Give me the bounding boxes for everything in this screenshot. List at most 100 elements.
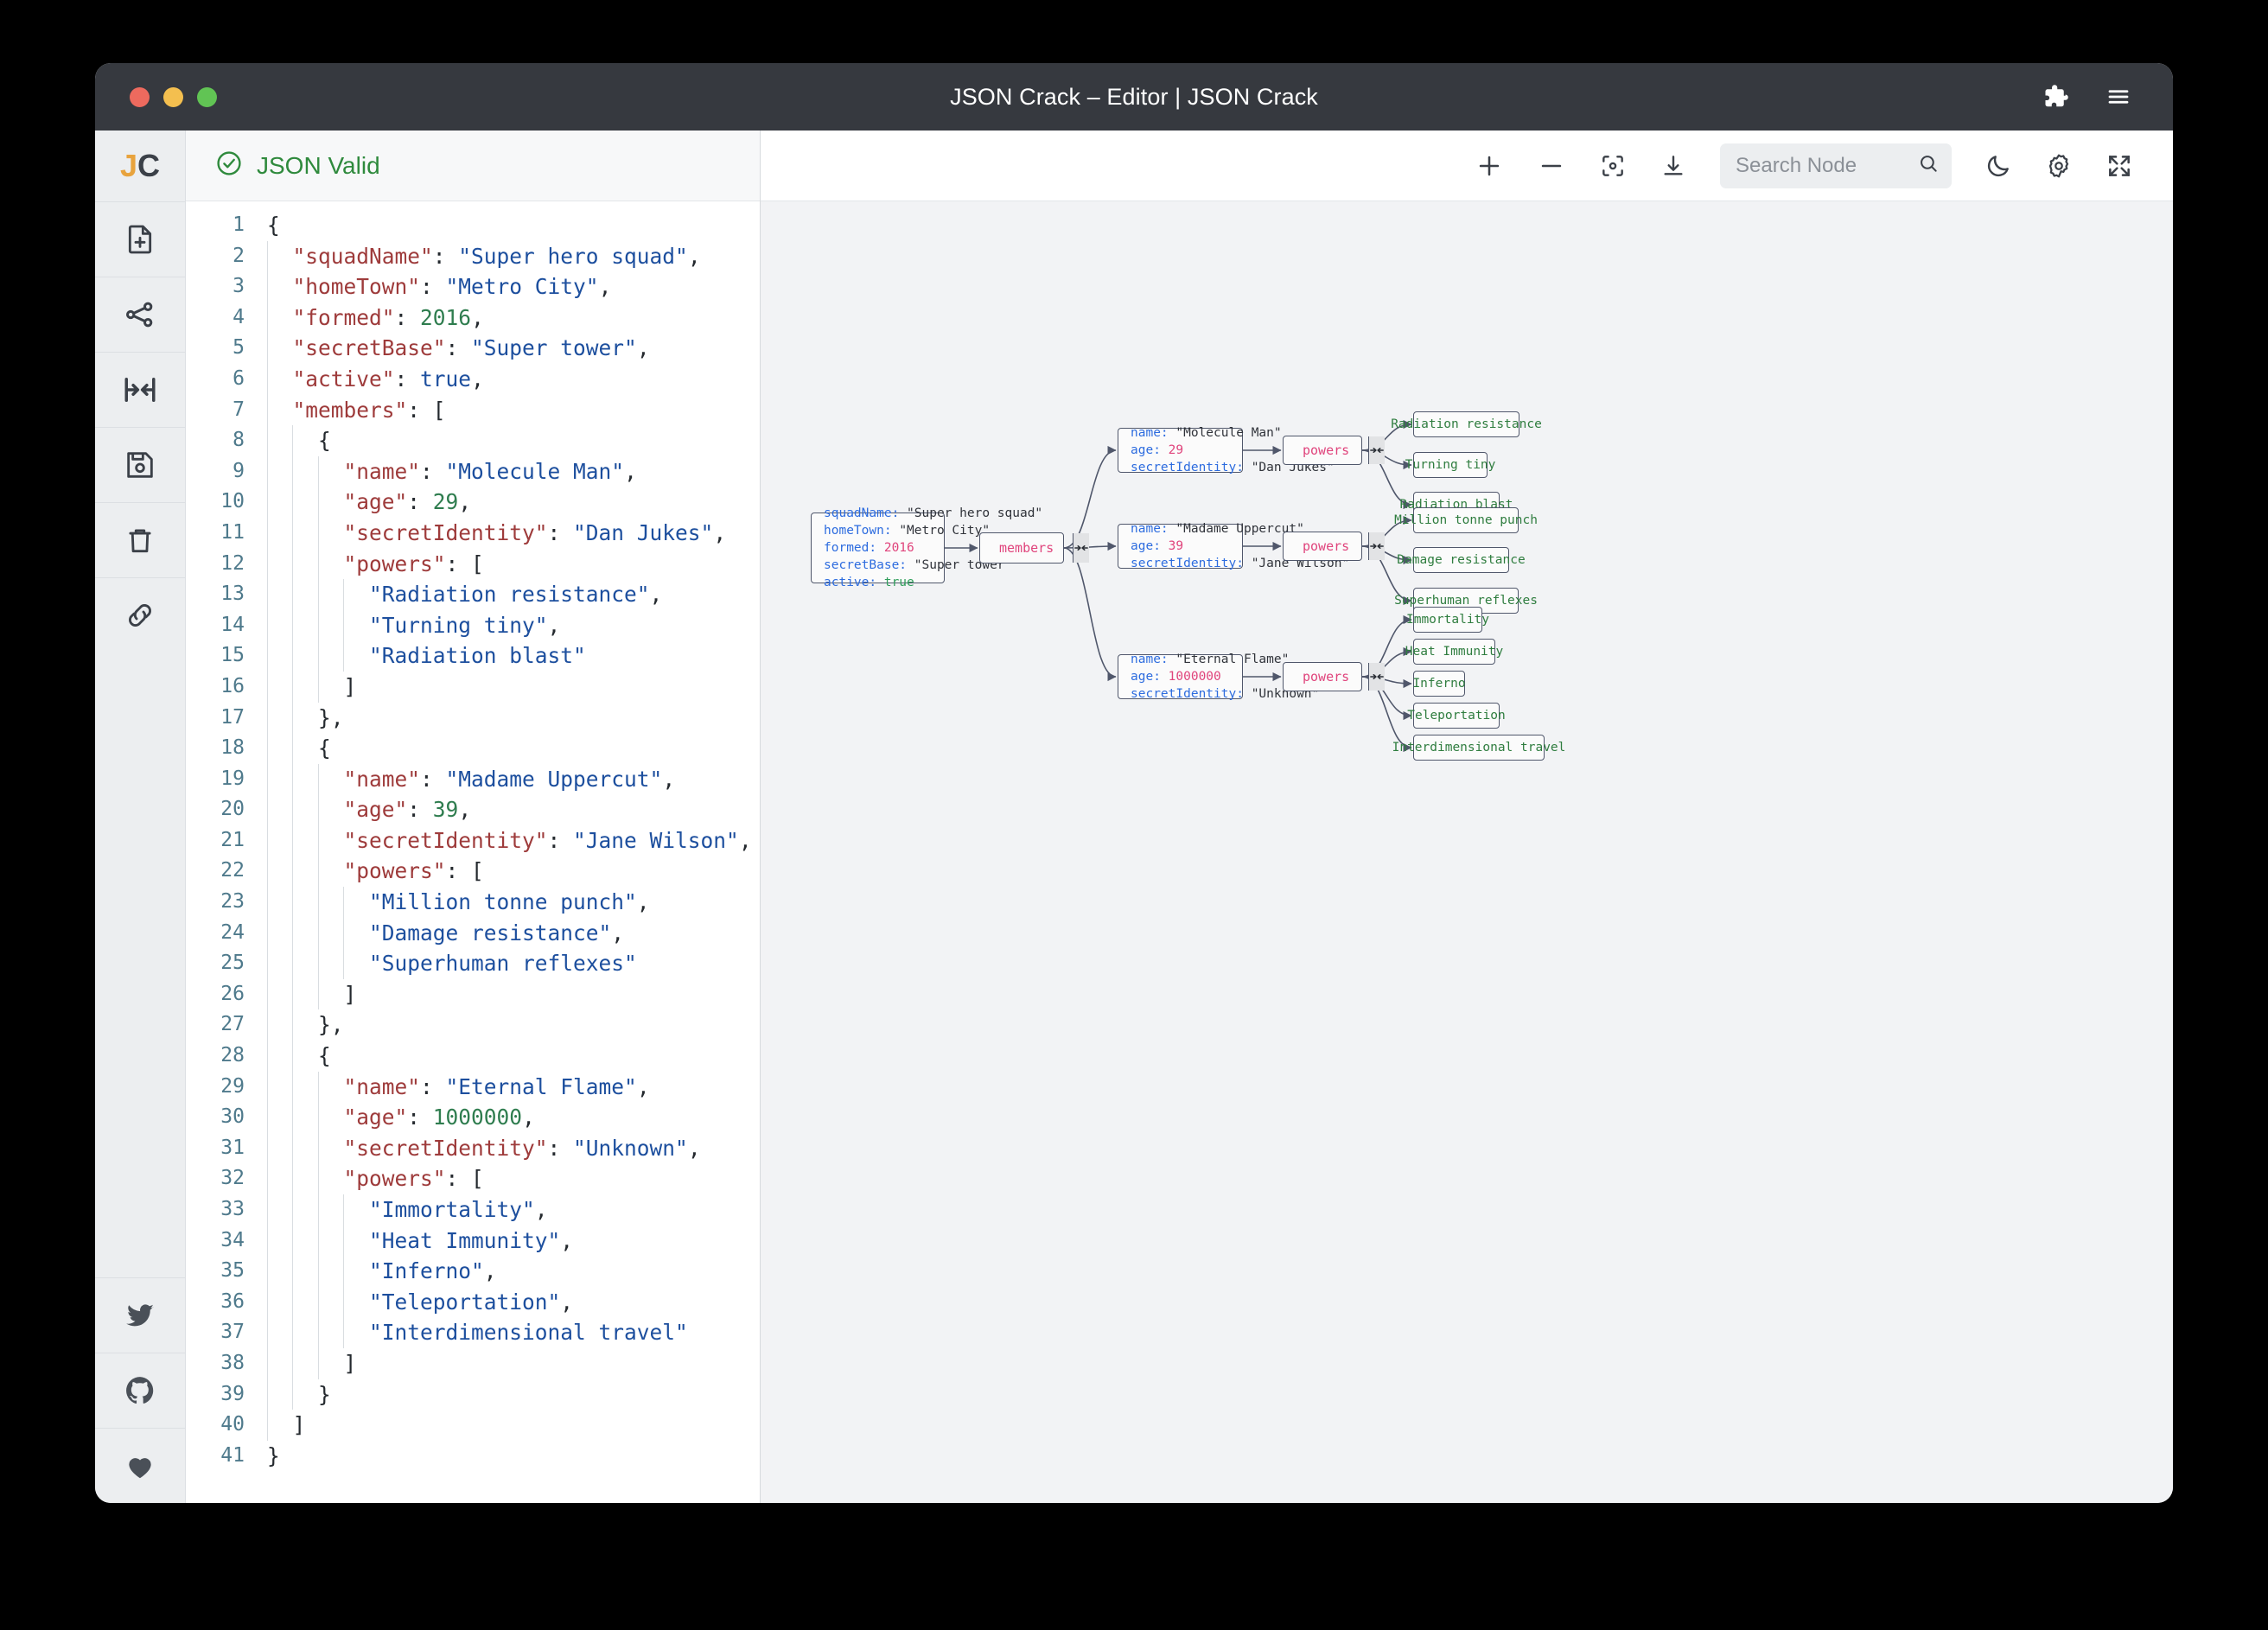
token-str: "Jane Wilson" [573, 827, 739, 853]
leaf-node[interactable]: Turning tiny [1405, 452, 1495, 478]
indent-guide [267, 1071, 268, 1103]
zoom-in-icon[interactable] [1475, 151, 1504, 181]
token-num: 39 [432, 797, 459, 823]
indent-guide [267, 702, 268, 734]
powers-node[interactable]: powers [1283, 532, 1386, 561]
token-punc: , [560, 1289, 574, 1315]
collapse-icon[interactable] [1368, 663, 1386, 691]
center-view-icon[interactable] [1599, 152, 1627, 180]
token-str: "Immortality" [369, 1197, 535, 1222]
leaf-node[interactable]: Damage resistance [1397, 547, 1526, 573]
dark-mode-icon[interactable] [1984, 152, 2012, 180]
code-lines[interactable]: 1{2 "squadName": "Super hero squad",3 "h… [186, 210, 760, 1471]
token-punc: }, [318, 1012, 344, 1038]
members-node[interactable]: members [979, 532, 1090, 563]
sidebar-item-collapse[interactable] [95, 352, 185, 427]
leaf-node-text: Teleportation [1407, 709, 1506, 723]
leaf-node[interactable]: Radiation resistance [1391, 411, 1542, 437]
sidebar-item-save[interactable] [95, 427, 185, 502]
sidebar-item-delete[interactable] [95, 502, 185, 577]
token-punc: : [407, 1105, 433, 1130]
sidebar-item-github[interactable] [95, 1353, 185, 1428]
node-key: formed: [824, 541, 884, 555]
github-icon [124, 1374, 156, 1407]
indent-guide [267, 825, 268, 856]
leaf-node[interactable]: Immortality [1406, 607, 1489, 633]
token-bool: true [420, 366, 472, 392]
sidebar-item-share[interactable] [95, 277, 185, 352]
search-node-box[interactable] [1720, 143, 1952, 188]
leaf-node-text: Inferno [1412, 677, 1466, 691]
indent-guide [317, 978, 319, 1010]
line-content: } [258, 1378, 331, 1410]
token-punc: ] [343, 1350, 357, 1376]
token-str: "Dan Jukes" [573, 519, 714, 545]
indent-guide [317, 1286, 319, 1318]
indent-guide [317, 856, 319, 888]
indent-guide [292, 702, 294, 734]
leaf-node[interactable]: Inferno [1412, 671, 1466, 697]
indent-guide [292, 1378, 294, 1410]
line-number: 23 [220, 890, 245, 914]
token-punc: : [432, 243, 459, 269]
code-editor[interactable]: 1{2 "squadName": "Super hero squad",3 "h… [186, 201, 760, 1503]
leaf-node[interactable]: Teleportation [1407, 703, 1506, 729]
powers-node[interactable]: powers [1283, 662, 1386, 691]
line-number: 26 [220, 982, 245, 1005]
token-key: "squadName" [292, 243, 433, 269]
extensions-icon[interactable] [2043, 84, 2069, 110]
line-content: "Radiation resistance", [258, 579, 662, 610]
token-punc: : [ [445, 551, 484, 576]
indent-guide [267, 948, 268, 979]
minimize-window-button[interactable] [163, 86, 183, 107]
collapse-icon[interactable] [1073, 533, 1090, 563]
line-number: 37 [220, 1321, 245, 1344]
node-value: "Molecule Man" [1175, 426, 1282, 440]
line-content: { [258, 733, 331, 764]
graph-canvas[interactable]: squadName: "Super hero squad"homeTown: "… [761, 201, 2173, 1503]
line-content: "Turning tiny", [258, 609, 560, 641]
indent-guide [292, 1256, 294, 1287]
sidebar-item-sponsor[interactable] [95, 1428, 185, 1503]
line-number: 32 [220, 1167, 245, 1190]
search-input[interactable] [1736, 153, 1908, 178]
indent-guide [292, 733, 294, 764]
zoom-out-icon[interactable] [1537, 151, 1566, 181]
leaf-node[interactable]: Million tonne punch [1394, 507, 1538, 533]
indent-guide [317, 1347, 319, 1379]
powers-node[interactable]: powers [1283, 436, 1386, 465]
code-line: 2 "squadName": "Super hero squad", [186, 240, 760, 272]
collapse-icon[interactable] [1368, 436, 1386, 464]
menu-icon[interactable] [2106, 84, 2131, 110]
collapse-icon[interactable] [1368, 532, 1386, 560]
maximize-window-button[interactable] [197, 86, 217, 107]
code-line: 26 ] [186, 978, 760, 1010]
leaf-node[interactable]: Heat Immunity [1405, 639, 1503, 665]
root-node[interactable]: squadName: "Super hero squad"homeTown: "… [811, 506, 1042, 589]
line-content: "Interdimensional travel" [258, 1317, 688, 1348]
sidebar-item-link[interactable] [95, 577, 185, 653]
sidebar-item-new-document[interactable] [95, 201, 185, 277]
search-icon[interactable] [1917, 152, 1940, 179]
code-line: 18 { [186, 733, 760, 764]
token-key: "age" [343, 797, 408, 823]
fullscreen-icon[interactable] [2106, 152, 2133, 180]
leaf-node[interactable]: Interdimensional travel [1392, 735, 1565, 761]
sidebar-item-twitter[interactable] [95, 1277, 185, 1353]
indent-guide [292, 425, 294, 456]
token-key: "name" [343, 766, 421, 792]
code-line: 30 "age": 1000000, [186, 1102, 760, 1133]
indent-guide [343, 948, 345, 979]
node-key: secretIdentity: [1131, 461, 1252, 474]
token-punc: , [636, 889, 650, 915]
token-punc: : [420, 274, 446, 300]
graph-edge [1063, 547, 1117, 682]
close-window-button[interactable] [130, 86, 150, 107]
download-icon[interactable] [1660, 152, 1687, 180]
settings-gear-icon[interactable] [2045, 152, 2073, 180]
window-title: JSON Crack – Editor | JSON Crack [950, 83, 1318, 110]
